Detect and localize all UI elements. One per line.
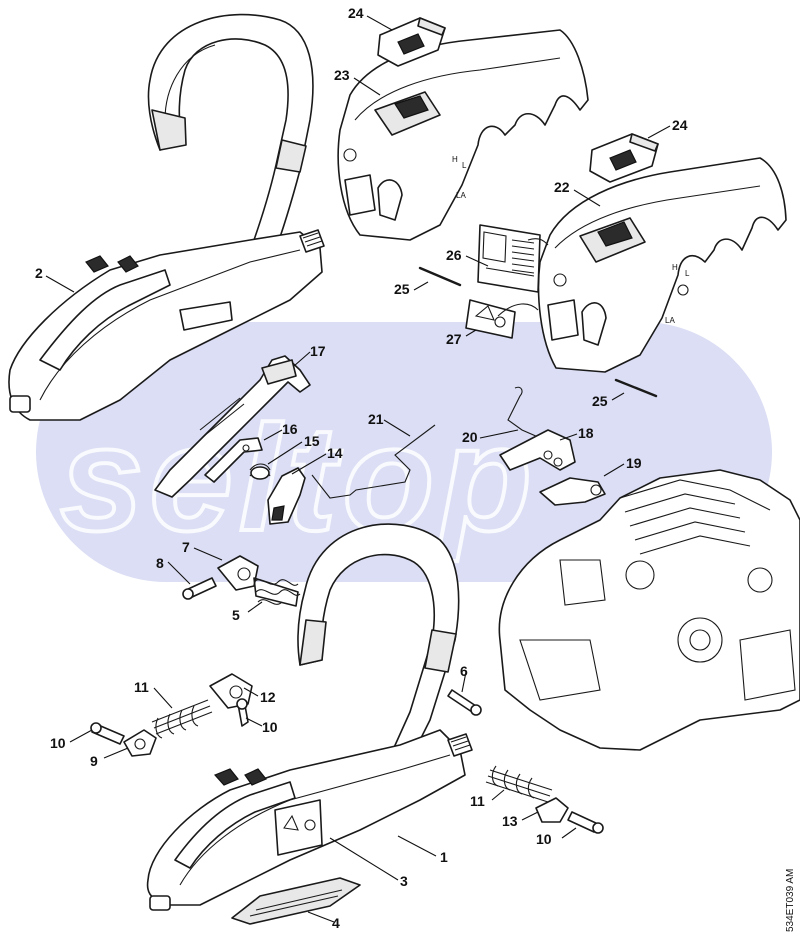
drawing-code: 534ET039 AM	[785, 869, 796, 932]
spring-11-left	[151, 699, 213, 739]
callout: 10	[262, 719, 278, 735]
spring-11-right	[485, 765, 553, 803]
cover-22-mark-la: LA	[665, 316, 675, 325]
callouts: 24 23 24 22 26 25 27 25 2 17 21 16 15 14…	[35, 5, 688, 931]
callout: 19	[626, 455, 642, 471]
callout: 23	[334, 67, 350, 83]
callout: 25	[394, 281, 410, 297]
cap-24-top	[377, 17, 446, 67]
callout: 17	[310, 343, 326, 359]
callout: 3	[400, 873, 408, 889]
lever-16	[204, 437, 263, 483]
nut-9	[123, 729, 157, 757]
spring-5	[253, 577, 301, 607]
label-27	[465, 299, 539, 339]
callout: 25	[592, 393, 608, 409]
screw-10-right	[567, 811, 604, 834]
pad-4	[231, 877, 361, 925]
cover-22-mark-l: L	[685, 269, 690, 278]
bush-7	[217, 555, 259, 591]
callout: 9	[90, 753, 98, 769]
callout: 6	[460, 663, 468, 679]
callout: 24	[672, 117, 688, 133]
callout: 15	[304, 433, 320, 449]
callout: 4	[332, 915, 340, 931]
screw-8	[182, 577, 217, 600]
screw-10-mid	[236, 698, 249, 727]
cover-23-mark-l: L	[462, 161, 467, 170]
label-3	[274, 799, 323, 856]
callout: 13	[502, 813, 518, 829]
callout: 11	[134, 679, 149, 695]
cover-23-mark-h: H	[452, 155, 458, 164]
engine	[498, 469, 800, 751]
callout: 7	[182, 539, 190, 555]
cover-22-mark-h: H	[672, 263, 678, 272]
callout: 11	[470, 793, 485, 809]
rod-20	[507, 386, 546, 441]
lockout-14	[267, 467, 306, 525]
callout: 8	[156, 555, 164, 571]
callout: 1	[440, 849, 448, 865]
callout: 20	[462, 429, 478, 445]
callout: 5	[232, 607, 240, 623]
screw-10-left	[90, 722, 125, 745]
cover-23-mark-la: LA	[456, 191, 466, 200]
leaders	[45, 15, 671, 923]
strip-25-lower	[614, 378, 658, 398]
callout: 10	[536, 831, 552, 847]
callout: 27	[446, 331, 462, 347]
handle-upper	[8, 13, 325, 421]
callout: 21	[368, 411, 384, 427]
callout: 12	[260, 689, 276, 705]
spring-15	[249, 463, 271, 480]
callout: 22	[554, 179, 570, 195]
cap-24-right	[589, 133, 659, 183]
callout: 10	[50, 735, 66, 751]
callout: 16	[282, 421, 298, 437]
callout: 2	[35, 265, 43, 281]
screw-6	[447, 689, 482, 716]
label-26	[477, 224, 549, 293]
cover-23: H L LA	[337, 29, 589, 241]
strip-25-upper	[418, 266, 462, 287]
lever-18	[499, 429, 576, 471]
shaft-19	[539, 477, 606, 506]
nut-13	[535, 797, 569, 823]
callout: 18	[578, 425, 594, 441]
rod-21	[311, 424, 436, 499]
trigger-17	[154, 355, 311, 498]
cover-22: H L LA	[537, 157, 787, 373]
callout: 26	[446, 247, 462, 263]
callout: 14	[327, 445, 343, 461]
callout: 24	[348, 5, 364, 21]
